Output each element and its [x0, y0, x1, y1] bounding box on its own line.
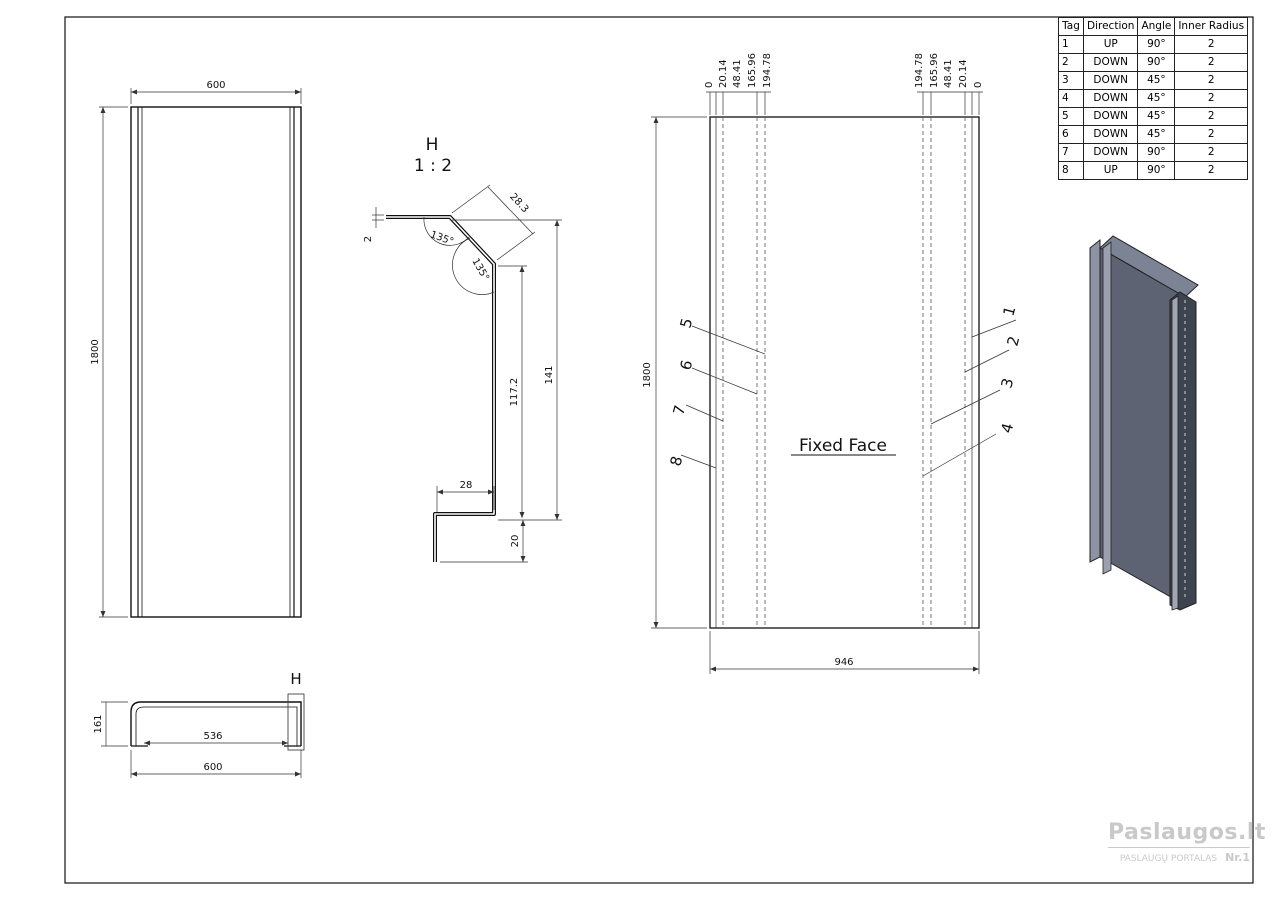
front-view-outline	[130, 106, 302, 618]
top-width-dim: 600	[203, 762, 222, 773]
bend-tag-2: 2	[1003, 334, 1023, 348]
bend-tag-4: 4	[997, 421, 1017, 435]
bend-tag-8: 8	[666, 454, 686, 468]
top-view: H 161 536 600	[93, 670, 305, 778]
watermark-logo: Paslaugos.lt PASLAUGŲ PORTALAS Nr.1	[1108, 820, 1266, 878]
header-angle: Angle	[1137, 17, 1176, 36]
bend-table-header: Tag Direction Angle Inner Radius	[1058, 17, 1249, 36]
left-offset-2: 48.41	[732, 59, 743, 88]
header-direction: Direction	[1082, 17, 1139, 36]
front-view: 600 1800	[90, 80, 302, 618]
top-depth-dim: 161	[93, 714, 104, 733]
bend-tag-3: 3	[997, 376, 1017, 390]
thickness-dim: 2	[363, 236, 374, 242]
watermark-nr: Nr.1	[1225, 851, 1250, 864]
left-offset-3: 165.96	[747, 53, 758, 88]
front-height-dim: 1800	[90, 339, 101, 364]
fixed-face-label: Fixed Face	[799, 436, 887, 456]
sheet-border	[64, 16, 1254, 884]
right-offset-1: 165.96	[929, 53, 940, 88]
detail-label: H	[426, 135, 439, 155]
right-offset-0: 194.78	[914, 53, 925, 88]
detail-scale: 1 : 2	[414, 156, 452, 176]
header-inner-radius: Inner Radius	[1174, 17, 1249, 36]
top-detail-label: H	[290, 670, 301, 688]
bend-tag-6: 6	[676, 358, 696, 372]
left-offset-4: 194.78	[762, 53, 773, 88]
chamfer-dim: 28.3	[507, 191, 530, 215]
watermark-brand: Paslaugos.lt	[1108, 820, 1266, 845]
front-width-dim: 600	[206, 80, 225, 91]
detail-view-h: H 1 : 2 2 135° 135° 28.3 141 117.2	[363, 135, 562, 563]
foot-height-dim: 20	[510, 535, 521, 548]
watermark-tagline-row: PASLAUGŲ PORTALAS Nr.1	[1108, 847, 1250, 864]
height-total-dim: 141	[544, 365, 555, 384]
left-offset-0: 0	[704, 82, 715, 88]
right-offset-4: 0	[973, 82, 984, 88]
flat-outline	[709, 116, 980, 629]
right-offset-3: 20.14	[958, 59, 969, 88]
height-inner-dim: 117.2	[509, 378, 520, 407]
header-tag: Tag	[1058, 17, 1084, 36]
flat-height-dim: 1800	[642, 362, 653, 387]
bend-tag-5: 5	[676, 316, 696, 330]
left-offset-1: 20.14	[718, 59, 729, 88]
isometric-view	[1089, 235, 1199, 611]
angle-1-dim: 135°	[429, 229, 455, 248]
watermark-tagline: PASLAUGŲ PORTALAS	[1119, 854, 1218, 864]
detail-callout-box	[287, 693, 305, 751]
bend-tag-7: 7	[669, 403, 689, 417]
flat-pattern: 0 20.14 48.41 165.96 194.78 194.78 165.9…	[642, 53, 1023, 674]
angle-2-dim: 135°	[469, 257, 491, 283]
flat-width-dim: 946	[834, 657, 853, 668]
right-offset-2: 48.41	[943, 59, 954, 88]
bend-tag-1: 1	[999, 304, 1019, 318]
foot-width-dim: 28	[460, 480, 473, 491]
top-inner-width-dim: 536	[203, 731, 222, 742]
